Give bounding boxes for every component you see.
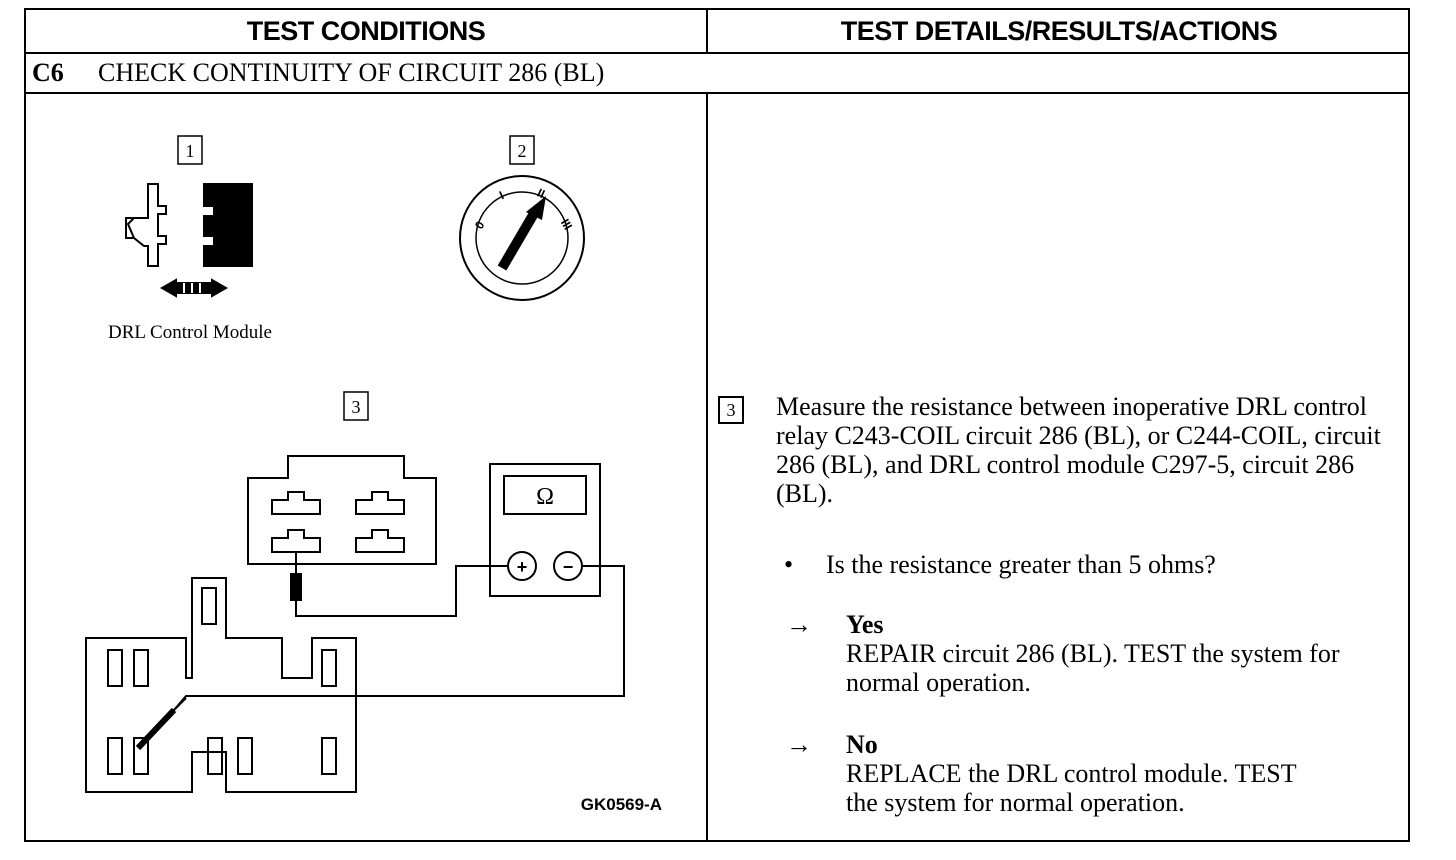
question-text: Is the resistance greater than 5 ohms? [826, 550, 1216, 579]
plus-sign: + [517, 557, 528, 577]
figure-code: GK0569-A [581, 795, 662, 814]
connector-disconnect-icon [125, 183, 253, 298]
no-label: No [846, 730, 878, 759]
step3-number: 3 [352, 397, 361, 417]
step1-box: 1 [177, 135, 203, 165]
ignition-switch-icon: 0 I II III [459, 175, 585, 301]
step2-box: 2 [509, 135, 535, 165]
test-diagram: 1 DRL Control Module 2 [85, 135, 662, 814]
step1-number: 1 [186, 141, 195, 161]
switch-label-3: III [558, 217, 575, 233]
header-test-details: TEST DETAILS/RESULTS/ACTIONS [840, 15, 1278, 46]
step-id: C6 [32, 58, 64, 87]
ohm-symbol: Ω [536, 484, 554, 510]
step3-box: 3 [343, 391, 369, 421]
yes-arrow-icon: → [786, 610, 812, 639]
step-row: C6 CHECK CONTINUITY OF CIRCUIT 286 (BL) [26, 54, 1408, 92]
test-leads [135, 552, 625, 751]
step2-number: 2 [518, 141, 527, 161]
drl-module-connector [85, 577, 357, 793]
header-test-conditions: TEST CONDITIONS [246, 15, 486, 46]
measure-instruction: Measure the resistance between inoperati… [776, 392, 1381, 508]
step-title: CHECK CONTINUITY OF CIRCUIT 286 (BL) [98, 58, 605, 87]
minus-sign: − [563, 557, 574, 577]
header-divider [26, 52, 1408, 54]
column-divider-top [706, 10, 708, 52]
yes-action: REPAIR circuit 286 (BL). TEST the system… [846, 639, 1340, 697]
yes-label: Yes [846, 610, 884, 639]
bullet-icon: • [784, 550, 794, 579]
detail-step-number: 3 [718, 396, 744, 424]
module-caption: DRL Control Module [108, 322, 272, 343]
ohmmeter: Ω + − [489, 463, 601, 597]
column-divider [706, 94, 708, 840]
no-action: REPLACE the DRL control module. TEST the… [846, 759, 1297, 817]
step-divider [26, 92, 1408, 94]
switch-label-2: II [535, 186, 547, 202]
relay-connector [247, 455, 437, 565]
no-arrow-icon: → [786, 730, 812, 759]
switch-label-1: I [497, 188, 506, 202]
test-table: TEST CONDITIONS TEST DETAILS/RESULTS/ACT… [24, 8, 1410, 842]
